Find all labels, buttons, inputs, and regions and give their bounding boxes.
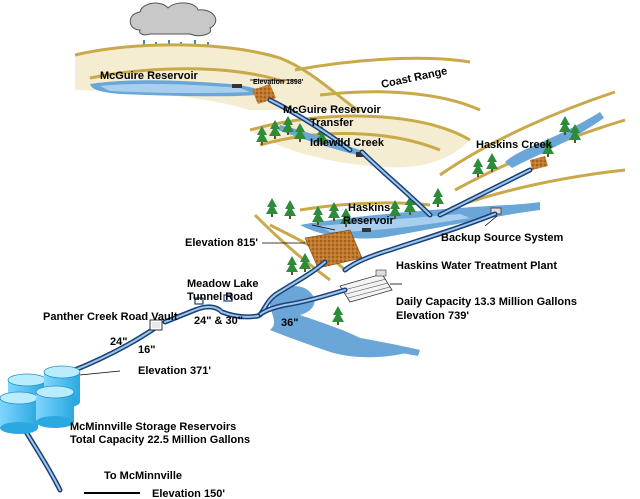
meadow-lake-label-line2: Tunnel Road [187,291,253,303]
mcguire-reservoir-label: McGuire Reservoir [100,70,199,82]
haskins-creek-water [505,112,604,168]
treatment-plant-label-line2: Daily Capacity 13.3 Million Gallons [396,296,577,308]
treatment-plant-label-line3: Elevation 739' [396,310,469,322]
mountain-ridges [74,43,626,282]
elevation-815-label: Elevation 815' [185,237,258,249]
storage-tanks [0,365,81,434]
mcguire-transfer-label-line1: McGuire Reservoir [283,104,382,116]
pipe-size-16-label: 16" [138,344,155,356]
pipe-size-24-label: 24" [110,336,127,348]
panther-creek-label: Panther Creek Road Vault [43,311,178,323]
idlewild-intake [356,152,363,157]
haskins-creek-intake [530,156,548,170]
haskins-reservoir-water [300,202,540,239]
pipelines [15,97,533,493]
panther-creek-vault [149,319,163,331]
pipe-size-36-label: 36" [281,317,298,329]
coast-range-label: Coast Range [380,65,448,91]
backup-source-label: Backup Source System [441,232,563,244]
elevation-150-label: Elevation 150' [152,488,225,499]
to-mcminnville-label: To McMinnville [104,470,182,482]
pipe-size-24-30-label: 24" & 30" [194,315,243,327]
leader-lines [79,79,498,376]
valve-markers [194,294,233,305]
river-water [269,286,420,358]
haskins-reservoir-label-line1: Haskins [348,202,390,214]
storage-label-line2: Total Capacity 22.5 Million Gallons [70,434,250,446]
elevation-371-label: Elevation 371' [138,365,211,377]
haskins-reservoir-label-line2: Reservoir [343,215,394,227]
elevation-1898-label: Elevation 1898' [253,79,304,86]
haskins-creek-label: Haskins Creek [476,139,553,151]
storage-tank [0,391,39,434]
mcguire-transfer-label-line2: Transfer [310,117,354,129]
meadow-lake-label-line1: Meadow Lake [187,278,259,290]
mcguire-reservoir-water [90,80,268,97]
idlewild-creek-label: Idlewild Creek [310,137,385,149]
treatment-plant-building [339,269,393,303]
storage-tank [35,385,75,428]
treatment-plant-label-line1: Haskins Water Treatment Plant [396,260,557,272]
storage-label-line1: McMinnville Storage Reservoirs [70,421,236,433]
